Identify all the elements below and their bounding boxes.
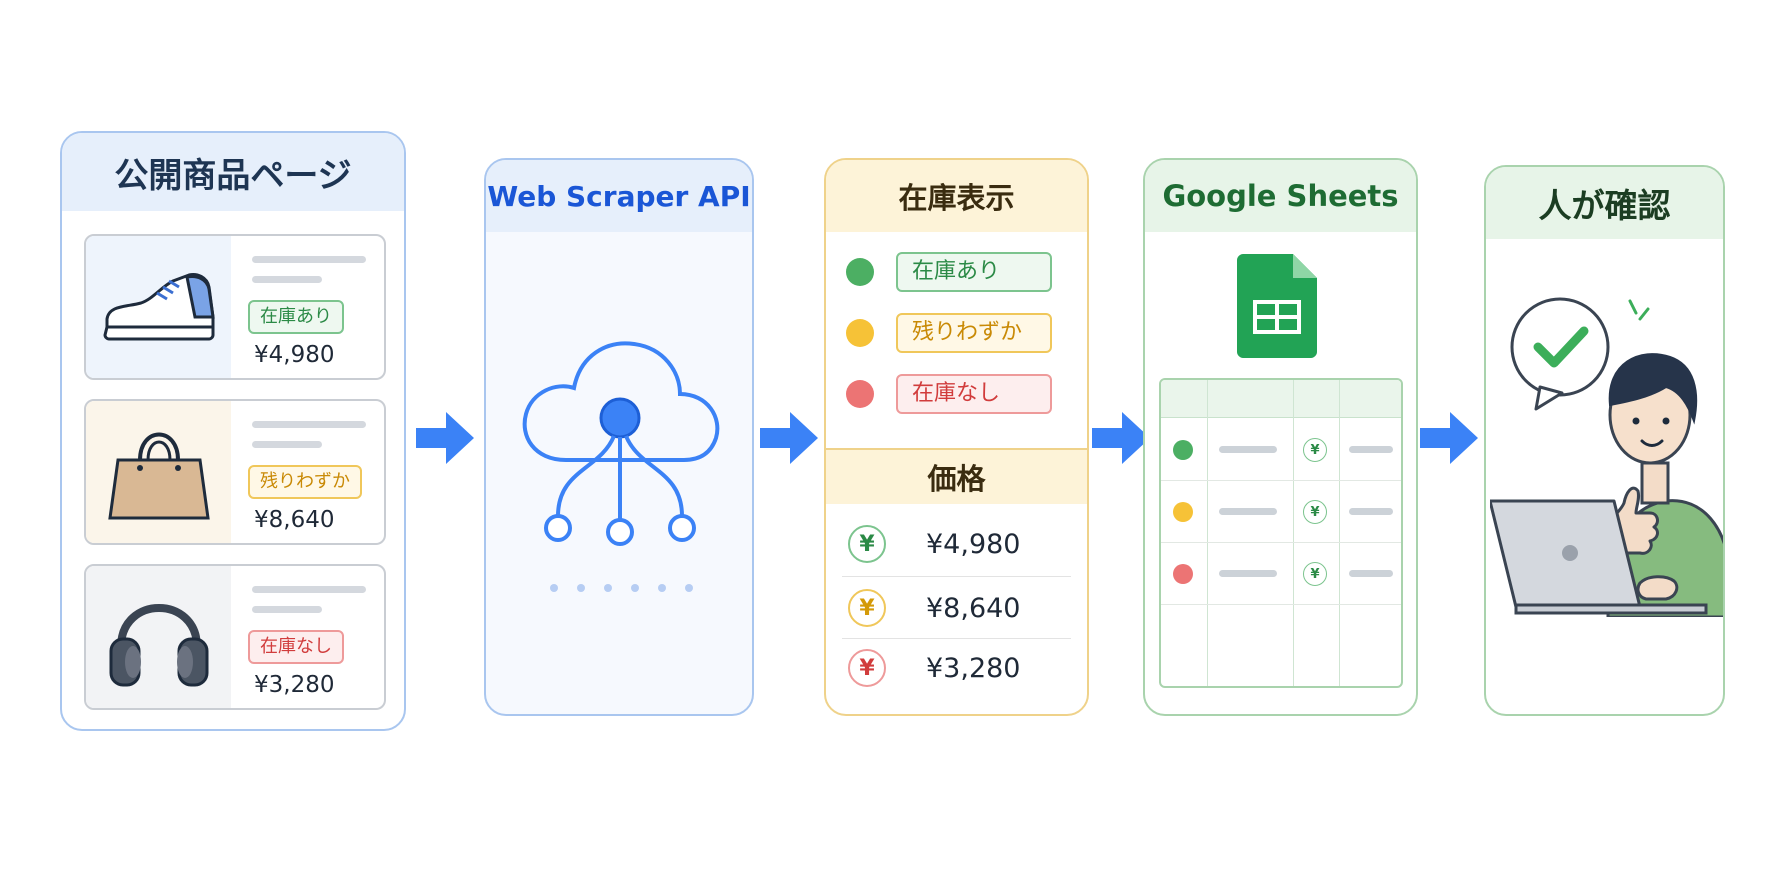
stock-price-panel: 在庫表示 在庫あり 残りわずか 在庫なし 価格 ¥ ¥4,980 ¥ ¥8,64… [824, 158, 1089, 716]
flow-arrow-icon [1092, 412, 1150, 464]
web-scraper-api-panel: Web Scraper API [484, 158, 754, 716]
price-row: ¥ ¥3,280 [842, 638, 1071, 698]
grid-line [1161, 542, 1401, 543]
flow-arrow-icon [416, 412, 474, 464]
yen-icon: ¥ [1303, 438, 1327, 462]
human-review-title: 人が確認 [1486, 167, 1723, 239]
status-dot [1173, 564, 1193, 584]
yen-icon: ¥ [1303, 562, 1327, 586]
grid-line [1339, 380, 1340, 686]
product-price: ¥4,980 [254, 342, 335, 368]
placeholder-line [252, 276, 322, 283]
cell-placeholder [1219, 570, 1277, 577]
price-value: ¥4,980 [926, 528, 1021, 560]
cell-placeholder [1349, 570, 1393, 577]
stock-status-row: 在庫あり [846, 252, 1052, 292]
yen-icon: ¥ [1303, 500, 1327, 524]
status-badge: 在庫なし [896, 374, 1052, 414]
yen-icon: ¥ [848, 649, 886, 687]
price-title: 価格 [826, 448, 1087, 504]
status-badge: 在庫なし [248, 630, 344, 664]
progress-dots-icon [550, 584, 693, 592]
headphones-icon [86, 566, 231, 708]
price-row: ¥ ¥4,980 [842, 514, 1071, 574]
price-value: ¥8,640 [926, 592, 1021, 624]
yen-icon: ¥ [848, 589, 886, 627]
grid-line [1161, 604, 1401, 605]
sneaker-icon [86, 236, 231, 378]
status-dot [846, 258, 874, 286]
stock-display-title: 在庫表示 [826, 160, 1087, 232]
status-badge: 在庫あり [248, 300, 344, 334]
status-badge: 残りわずか [248, 465, 362, 499]
grid-line [1207, 380, 1208, 686]
product-price: ¥3,280 [254, 672, 335, 698]
placeholder-line [252, 256, 366, 263]
google-sheets-panel: Google Sheets ¥ ¥ ¥ [1143, 158, 1418, 716]
flow-arrow-icon [1420, 412, 1478, 464]
person-reviewing-laptop-icon [1490, 297, 1723, 617]
cell-placeholder [1219, 508, 1277, 515]
web-scraper-api-title: Web Scraper API [486, 160, 752, 232]
row-divider [842, 638, 1071, 639]
public-product-page-panel: 公開商品ページ 在庫あり ¥4,980 残り [60, 131, 406, 731]
product-card: 在庫あり ¥4,980 [84, 234, 386, 380]
product-price: ¥8,640 [254, 507, 335, 533]
google-sheets-title: Google Sheets [1145, 160, 1416, 232]
stock-status-row: 残りわずか [846, 313, 1052, 353]
grid-line [1161, 480, 1401, 481]
grid-line [1293, 380, 1294, 686]
cloud-network-icon [522, 341, 720, 546]
price-value: ¥3,280 [926, 652, 1021, 684]
status-badge: 在庫あり [896, 252, 1052, 292]
placeholder-line [252, 586, 366, 593]
cell-placeholder [1349, 508, 1393, 515]
price-row: ¥ ¥8,640 [842, 578, 1071, 638]
handbag-icon [86, 401, 231, 543]
yen-icon: ¥ [848, 525, 886, 563]
placeholder-line [252, 421, 366, 428]
flow-arrow-icon [760, 412, 818, 464]
product-card: 在庫なし ¥3,280 [84, 564, 386, 710]
spreadsheet-grid: ¥ ¥ ¥ [1159, 378, 1403, 688]
status-badge: 残りわずか [896, 313, 1052, 353]
cell-placeholder [1219, 446, 1277, 453]
google-sheets-icon [1237, 254, 1317, 358]
row-divider [842, 576, 1071, 577]
public-product-page-title: 公開商品ページ [62, 133, 404, 211]
status-dot [1173, 440, 1193, 460]
placeholder-line [252, 606, 322, 613]
placeholder-line [252, 441, 322, 448]
status-dot [846, 319, 874, 347]
stock-status-row: 在庫なし [846, 374, 1052, 414]
status-dot [1173, 502, 1193, 522]
status-dot [846, 380, 874, 408]
spreadsheet-header-row [1161, 380, 1401, 418]
cell-placeholder [1349, 446, 1393, 453]
human-review-panel: 人が確認 [1484, 165, 1725, 716]
product-card: 残りわずか ¥8,640 [84, 399, 386, 545]
